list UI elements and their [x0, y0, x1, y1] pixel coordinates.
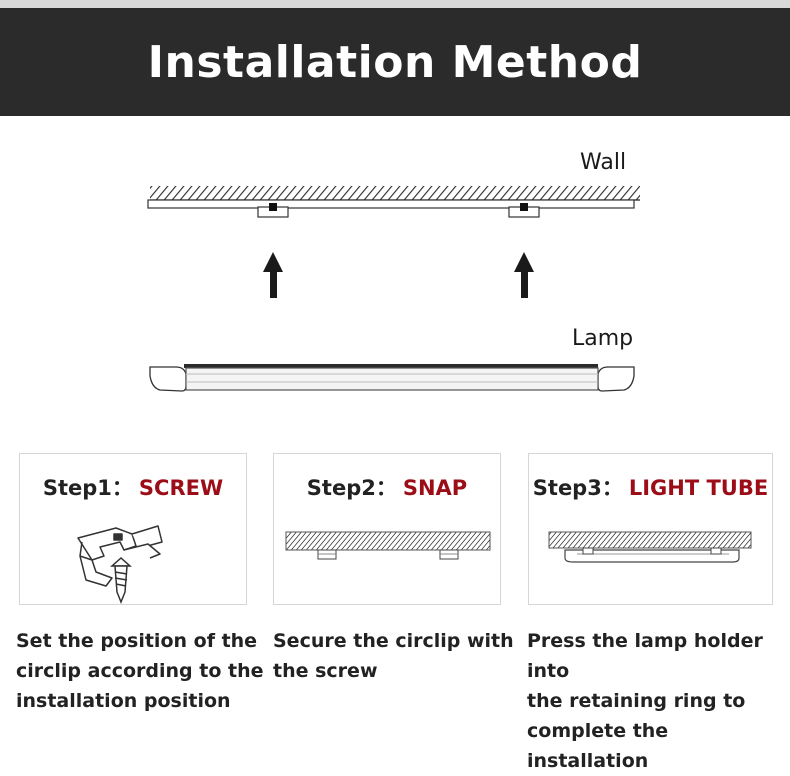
circlip-right	[508, 203, 540, 218]
page-title: Installation Method	[147, 36, 643, 88]
step2-box: Step2：SNAP	[273, 453, 501, 605]
step3-title: Step3：LIGHT TUBE	[529, 472, 772, 502]
step2-name: SNAP	[402, 476, 468, 500]
step3-box: Step3：LIGHT TUBE	[528, 453, 773, 605]
lamp	[564, 547, 740, 563]
step3-label: Step3：	[532, 476, 623, 500]
top-strip	[0, 0, 790, 8]
circlip-icon	[77, 525, 163, 587]
step1-description: Set the position of the circlip accordin…	[16, 630, 264, 712]
wall-label: Wall	[580, 150, 627, 175]
header-banner: Installation Method	[0, 8, 790, 116]
circlip-right	[439, 549, 459, 560]
step3-illustration	[548, 531, 752, 563]
screw-icon	[110, 556, 132, 604]
step2-illustration	[285, 531, 491, 560]
up-arrow-icon	[514, 252, 534, 298]
wall	[147, 186, 640, 209]
step1-illustration	[77, 525, 163, 604]
lamp-label: Lamp	[572, 326, 634, 351]
step2-description: Secure the circlip with the screw	[273, 630, 514, 682]
step3-name: LIGHT TUBE	[628, 476, 769, 500]
lamp	[149, 364, 635, 392]
step2-label: Step2：	[306, 476, 397, 500]
circlip-left	[257, 203, 289, 218]
up-arrow-icon	[263, 252, 283, 298]
step3-description: Press the lamp holder into the retaining…	[527, 630, 763, 772]
step1-name: SCREW	[138, 476, 224, 500]
circlip-left	[317, 549, 337, 560]
step2-title: Step2：SNAP	[274, 472, 500, 502]
step1-title: Step1：SCREW	[20, 472, 246, 502]
step1-box: Step1：SCREW	[19, 453, 247, 605]
step1-label: Step1：	[42, 476, 133, 500]
installation-diagram	[147, 186, 640, 392]
